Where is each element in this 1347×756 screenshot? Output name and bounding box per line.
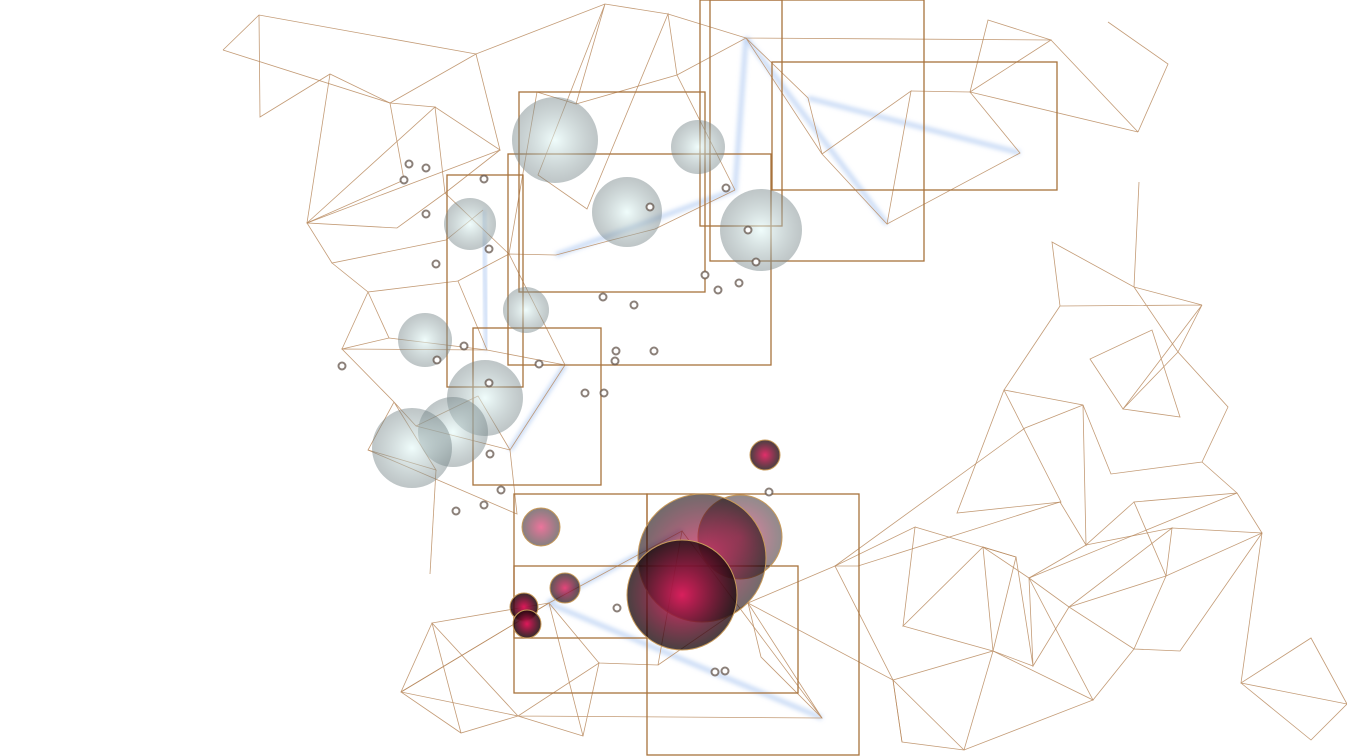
node-ring xyxy=(751,257,761,267)
node-ring xyxy=(479,500,489,510)
teal-bubble xyxy=(444,198,496,250)
node-ring xyxy=(629,300,639,310)
node-ring xyxy=(700,270,710,280)
edge-path xyxy=(399,602,903,743)
bubbles xyxy=(372,97,802,651)
edge-path xyxy=(222,3,1139,133)
node-ring xyxy=(485,449,495,459)
teal-bubble xyxy=(671,120,725,174)
red-bubble xyxy=(549,572,581,604)
node-ring xyxy=(459,341,469,351)
node-ring xyxy=(598,292,608,302)
node-ring xyxy=(404,159,414,169)
node-ring xyxy=(580,388,590,398)
teal-bubble xyxy=(512,97,598,183)
node-ring xyxy=(610,356,620,366)
node-ring xyxy=(421,163,431,173)
teal-bubble xyxy=(592,177,662,247)
teal-bubble xyxy=(398,313,452,367)
teal-bubble xyxy=(720,189,802,271)
node-ring xyxy=(432,355,442,365)
node-ring xyxy=(496,485,506,495)
node-ring xyxy=(713,285,723,295)
edge-path xyxy=(1028,527,1173,701)
highlight-path xyxy=(547,600,823,721)
edge-path xyxy=(886,90,1021,225)
node-ring xyxy=(337,361,347,371)
node-ring xyxy=(484,244,494,254)
node-ring xyxy=(399,175,409,185)
edge-path xyxy=(429,469,437,575)
bounding-box xyxy=(771,61,1058,191)
edge-path xyxy=(306,149,501,264)
node-ring xyxy=(710,667,720,677)
edge-path xyxy=(575,37,823,155)
node-ring xyxy=(421,209,431,219)
edge-path xyxy=(834,526,1094,751)
edge-path xyxy=(431,622,462,734)
node-ring xyxy=(479,174,489,184)
node-ring xyxy=(612,603,622,613)
network-edges xyxy=(222,3,1347,751)
node-ring xyxy=(451,506,461,516)
node-ring xyxy=(484,378,494,388)
red-bubble xyxy=(512,609,542,639)
bounding-box xyxy=(518,91,706,293)
red-bubble xyxy=(626,539,738,651)
red-bubble xyxy=(749,439,781,471)
edge-path xyxy=(821,90,912,225)
edge-path xyxy=(1028,492,1238,579)
node-ring xyxy=(764,487,774,497)
node-ring xyxy=(645,202,655,212)
edge-path xyxy=(1133,461,1263,577)
node-ring xyxy=(534,359,544,369)
edge-path xyxy=(914,526,1070,668)
node-ring xyxy=(743,225,753,235)
highlight-path xyxy=(807,95,1021,156)
edge-path xyxy=(222,49,501,151)
edge-path xyxy=(258,14,405,224)
edge-path xyxy=(1084,501,1347,741)
node-ring xyxy=(734,278,744,288)
node-rings xyxy=(337,159,774,677)
teal-bubble xyxy=(503,287,549,333)
node-ring xyxy=(720,666,730,676)
node-ring xyxy=(721,183,731,193)
edge-path xyxy=(457,189,736,282)
node-ring xyxy=(649,346,659,356)
node-ring xyxy=(431,259,441,269)
edge-path xyxy=(956,181,1229,514)
edge-path xyxy=(968,19,1139,133)
edge-path xyxy=(1133,532,1263,652)
node-ring xyxy=(611,346,621,356)
node-ring xyxy=(599,388,609,398)
edge-path xyxy=(306,3,736,255)
red-bubble xyxy=(521,507,561,547)
edge-path xyxy=(1107,21,1169,133)
teal-bubble xyxy=(372,408,452,488)
edge-path xyxy=(833,404,1087,567)
